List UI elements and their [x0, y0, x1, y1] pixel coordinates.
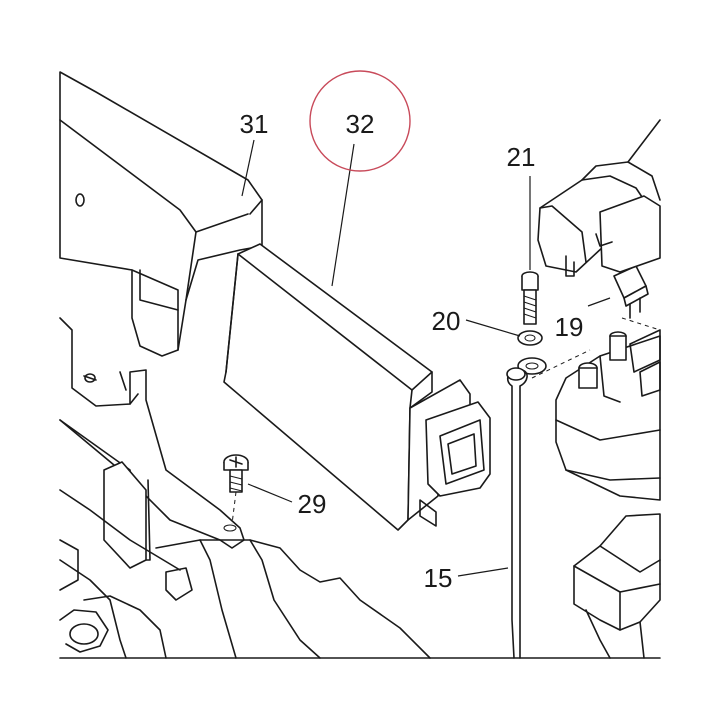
part-15-cable — [506, 367, 528, 659]
lower-frame — [59, 317, 431, 659]
part-32-module — [223, 243, 491, 531]
label-part-32: 32 — [346, 109, 375, 139]
part-29-screw — [223, 454, 249, 532]
part-31-bracket — [59, 71, 263, 357]
label-part-29: 29 — [298, 489, 327, 519]
starter-solenoid — [555, 329, 661, 501]
label-part-21: 21 — [507, 142, 536, 172]
lower-right-bracket — [573, 513, 661, 659]
highlight-circle — [309, 70, 411, 172]
label-part-20: 20 — [432, 306, 461, 336]
part-20-washers — [517, 330, 547, 375]
label-part-19: 19 — [555, 312, 584, 342]
leader-lines — [231, 139, 661, 577]
relay-connector — [537, 119, 661, 277]
part-19-fuse — [613, 265, 649, 319]
label-part-15: 15 — [424, 563, 453, 593]
label-part-31: 31 — [240, 109, 269, 139]
part-21-bolt — [521, 271, 539, 325]
